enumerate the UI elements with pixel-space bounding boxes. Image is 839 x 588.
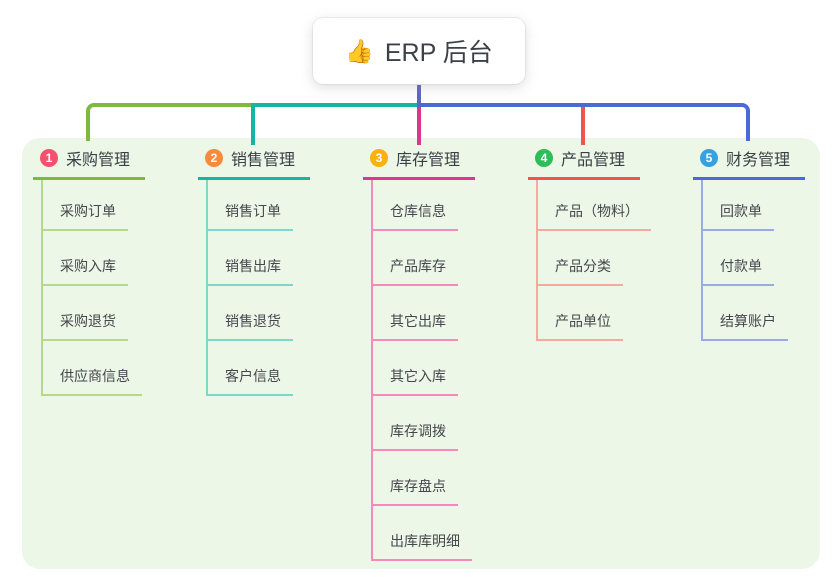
child-node-row: 客户信息 [208, 341, 310, 396]
child-node[interactable]: 其它出库 [373, 311, 458, 341]
branch-label: 库存管理 [396, 152, 461, 169]
connector-root-stem [417, 84, 421, 107]
child-node-row: 供应商信息 [43, 341, 145, 396]
branch-children: 仓库信息产品库存其它出库其它入库库存调拨库存盘点出库库明细 [371, 180, 475, 561]
child-node-row: 回款单 [703, 180, 805, 231]
branch-number-badge: 2 [205, 149, 223, 167]
child-node-row: 产品库存 [373, 231, 475, 286]
root-node[interactable]: 👍 ERP 后台 [313, 18, 525, 84]
mindmap-panel-background [22, 138, 820, 569]
child-node[interactable]: 采购退货 [43, 311, 128, 341]
branch-title-node[interactable]: 3 库存管理 [363, 146, 475, 180]
child-node-row: 付款单 [703, 231, 805, 286]
child-node-row: 产品单位 [538, 286, 640, 341]
child-node[interactable]: 产品库存 [373, 256, 458, 286]
branch-number-badge: 3 [370, 149, 388, 167]
connector-branch-4-drop [581, 107, 585, 145]
branch-采购管理: 1 采购管理 采购订单采购入库采购退货供应商信息 [33, 146, 145, 396]
child-node[interactable]: 出库库明细 [373, 531, 472, 561]
child-node[interactable]: 产品分类 [538, 256, 623, 286]
child-node-row: 采购订单 [43, 180, 145, 231]
child-node[interactable]: 库存调拨 [373, 421, 458, 451]
child-node[interactable]: 销售订单 [208, 201, 293, 231]
child-node[interactable]: 仓库信息 [373, 201, 458, 231]
branch-财务管理: 5 财务管理 回款单付款单结算账户 [693, 146, 805, 341]
branch-label: 采购管理 [66, 152, 131, 169]
root-node-label: ERP 后台 [384, 39, 493, 67]
branch-库存管理: 3 库存管理 仓库信息产品库存其它出库其它入库库存调拨库存盘点出库库明细 [363, 146, 475, 561]
connector-branch-2 [251, 103, 419, 107]
branch-children: 回款单付款单结算账户 [701, 180, 805, 341]
child-node[interactable]: 其它入库 [373, 366, 458, 396]
branch-number-badge: 4 [535, 149, 553, 167]
branch-children: 采购订单采购入库采购退货供应商信息 [41, 180, 145, 396]
branch-label: 财务管理 [726, 152, 791, 169]
child-node[interactable]: 产品（物料） [538, 201, 651, 231]
connector-branch-2-drop [251, 107, 255, 145]
child-node[interactable]: 供应商信息 [43, 366, 142, 396]
child-node[interactable]: 销售出库 [208, 256, 293, 286]
branch-title-node[interactable]: 5 财务管理 [693, 146, 805, 180]
branch-产品管理: 4 产品管理 产品（物料） 产品分类产品单位 [528, 146, 651, 341]
child-node[interactable]: 付款单 [703, 256, 774, 286]
connector-branch-3-drop [417, 107, 421, 145]
child-node-row: 出库库明细 [373, 506, 475, 561]
child-node-row: 产品分类 [538, 231, 640, 286]
child-node[interactable]: 采购入库 [43, 256, 128, 286]
child-node-row: 销售订单 [208, 180, 310, 231]
branch-children: 销售订单销售出库销售退货客户信息 [206, 180, 310, 396]
child-node-row: 销售出库 [208, 231, 310, 286]
branch-children: 产品（物料） 产品分类产品单位 [536, 180, 651, 341]
child-node[interactable]: 回款单 [703, 201, 774, 231]
child-node-row: 采购退货 [43, 286, 145, 341]
child-node[interactable]: 销售退货 [208, 311, 293, 341]
branch-title-node[interactable]: 2 销售管理 [198, 146, 310, 180]
child-node[interactable]: 采购订单 [43, 201, 128, 231]
connector-branch-1 [86, 103, 251, 141]
child-node-row: 其它入库 [373, 341, 475, 396]
branch-title-node[interactable]: 1 采购管理 [33, 146, 145, 180]
child-node[interactable]: 客户信息 [208, 366, 293, 396]
child-node[interactable]: 库存盘点 [373, 476, 458, 506]
branch-title-node[interactable]: 4 产品管理 [528, 146, 640, 180]
child-node-row: 结算账户 [703, 286, 805, 341]
child-node-row: 库存调拨 [373, 396, 475, 451]
branch-销售管理: 2 销售管理 销售订单销售出库销售退货客户信息 [198, 146, 310, 396]
child-node-row: 销售退货 [208, 286, 310, 341]
connector-branch-5 [419, 103, 750, 141]
child-node[interactable]: 产品单位 [538, 311, 623, 341]
child-node-row: 产品（物料） [538, 180, 651, 231]
child-node-row: 其它出库 [373, 286, 475, 341]
child-node-row: 仓库信息 [373, 180, 475, 231]
child-node-row: 库存盘点 [373, 451, 475, 506]
child-node-row: 采购入库 [43, 231, 145, 286]
child-node[interactable]: 结算账户 [703, 311, 788, 341]
thumbs-up-icon: 👍 [345, 37, 374, 64]
branch-number-badge: 5 [700, 149, 718, 167]
branch-label: 产品管理 [561, 152, 626, 169]
branch-label: 销售管理 [231, 152, 296, 169]
branch-number-badge: 1 [40, 149, 58, 167]
